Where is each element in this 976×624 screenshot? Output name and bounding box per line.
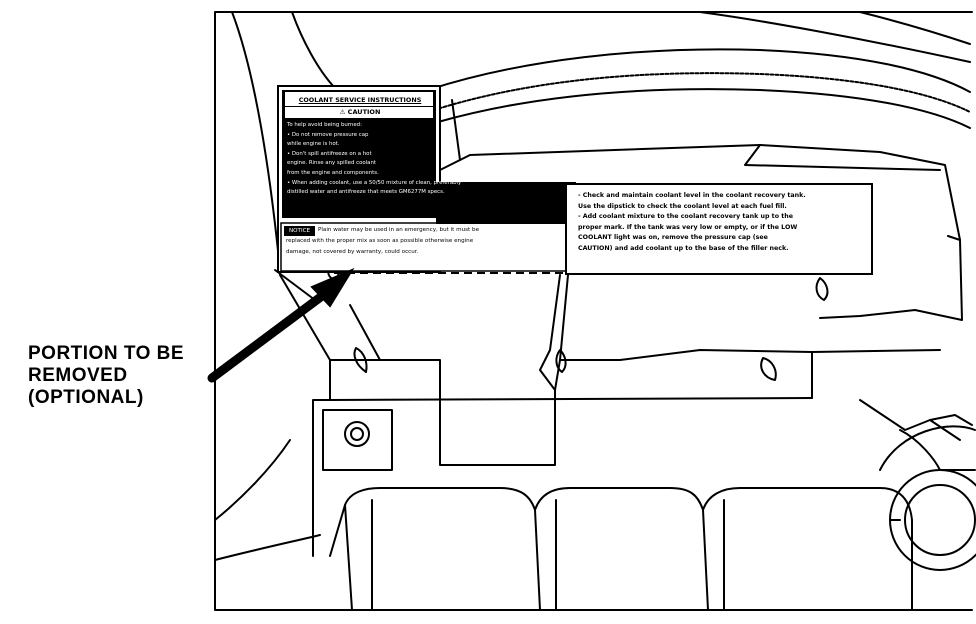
caution-text: To help avoid being burned: • Do not rem… bbox=[287, 121, 461, 198]
tank-body bbox=[279, 274, 556, 466]
caution-line: distilled water and antifreeze that meet… bbox=[287, 189, 445, 196]
fender-curve bbox=[231, 11, 281, 271]
notice-tag: NOTICE bbox=[284, 226, 315, 236]
callout-line-1: PORTION TO BE bbox=[28, 343, 185, 364]
mount-bolt bbox=[344, 421, 370, 447]
label-line: - Check and maintain coolant level in th… bbox=[578, 192, 806, 199]
caution-line: while engine is hot. bbox=[287, 141, 340, 148]
caution-line: • Don't spill antifreeze on a hot bbox=[287, 150, 372, 157]
tank-top bbox=[439, 99, 941, 171]
label-title: COOLANT SERVICE INSTRUCTIONS bbox=[286, 94, 434, 107]
label-line: proper mark. If the tank was very low or… bbox=[578, 223, 798, 231]
callout-line-3: (OPTIONAL) bbox=[28, 387, 144, 408]
hood-seal bbox=[427, 48, 971, 93]
notice-label: NOTICE Plain water may be used in an eme… bbox=[284, 225, 566, 267]
coolant-service-label: COOLANT SERVICE INSTRUCTIONS ⚠ CAUTION T… bbox=[282, 90, 461, 260]
notice-line-2: replaced with the proper mix as soon as … bbox=[286, 238, 474, 244]
caution-line: from the engine and components. bbox=[287, 169, 379, 176]
caution-heading: ⚠ CAUTION bbox=[339, 108, 381, 116]
label-line: - Add coolant mixture to the coolant rec… bbox=[578, 213, 793, 220]
caution-line: • When adding coolant, use a 50/50 mixtu… bbox=[287, 179, 462, 186]
callout-line-2: REMOVED bbox=[28, 365, 128, 386]
label-line: CAUTION) and add coolant up to the base … bbox=[578, 244, 789, 252]
label-line: Use the dipstick to check the coolant le… bbox=[578, 202, 787, 210]
portion-removed-callout: PORTION TO BE REMOVED (OPTIONAL) bbox=[28, 343, 228, 409]
engine-cover bbox=[329, 487, 913, 611]
frame bbox=[214, 11, 973, 611]
clip bbox=[353, 347, 368, 373]
notice-box bbox=[280, 222, 570, 272]
notice-line-3: damage, not covered by warranty, could o… bbox=[286, 249, 419, 255]
caution-line: To help avoid being burned: bbox=[287, 122, 362, 128]
fan-shroud bbox=[879, 425, 976, 471]
label-right-box bbox=[565, 183, 873, 275]
pointer-arrow bbox=[207, 291, 327, 383]
caution-line: engine. Rinse any spilled coolant bbox=[287, 160, 377, 167]
caution-line: • Do not remove pressure cap bbox=[287, 131, 369, 138]
label-line: COOLANT light was on, remove the pressur… bbox=[578, 234, 768, 241]
coolant-level-label: - Check and maintain coolant level in th… bbox=[578, 191, 878, 254]
notice-line-1: Plain water may be used in an emergency,… bbox=[318, 227, 480, 233]
